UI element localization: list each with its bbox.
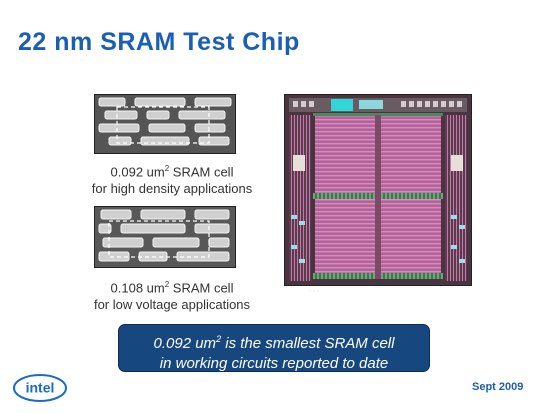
callout-line1: 0.092 um2 is the smallest SRAM cell bbox=[119, 329, 429, 354]
caption-high-density-line1: 0.092 um2 SRAM cell bbox=[62, 160, 282, 180]
caption-high-density: 0.092 um2 SRAM cell for high density app… bbox=[62, 160, 282, 197]
micrograph-high-density-image bbox=[95, 95, 235, 153]
cell-area-value: 0.092 um bbox=[110, 164, 165, 180]
intel-logo-icon: intel bbox=[12, 373, 68, 403]
cell-area-superscript: 2 bbox=[164, 164, 170, 173]
intel-logo-graphic: intel bbox=[13, 374, 67, 402]
watermark: ··· bbox=[308, 283, 320, 297]
cell-area-suffix: SRAM cell bbox=[169, 280, 234, 296]
cell-area-suffix: SRAM cell bbox=[169, 164, 234, 180]
test-chip-die-photo bbox=[284, 94, 472, 286]
sram-cell-micrograph-low-voltage bbox=[94, 206, 236, 268]
caption-high-density-line2: for high density applications bbox=[91, 181, 253, 197]
callout-line2: in working circuits reported to date bbox=[159, 355, 389, 372]
logo-wordmark: intel bbox=[26, 380, 55, 396]
caption-low-voltage: 0.108 um2 SRAM cell for low voltage appl… bbox=[62, 276, 282, 313]
key-result-callout: 0.092 um2 is the smallest SRAM cell in w… bbox=[118, 324, 430, 372]
micrograph-low-voltage-image bbox=[95, 207, 235, 267]
slide-date: Sept 2009 bbox=[472, 381, 524, 393]
callout-superscript: 2 bbox=[216, 334, 222, 344]
die-photo-image bbox=[285, 95, 471, 285]
cell-area-value: 0.108 um bbox=[110, 280, 165, 296]
caption-low-voltage-line2: for low voltage applications bbox=[93, 297, 251, 313]
sram-cell-micrograph-high-density bbox=[94, 94, 236, 154]
callout-line1-suffix: is the smallest SRAM cell bbox=[221, 335, 395, 352]
cell-area-superscript: 2 bbox=[164, 280, 170, 289]
slide-title: 22 nm SRAM Test Chip bbox=[18, 28, 300, 56]
caption-low-voltage-line1: 0.108 um2 SRAM cell bbox=[62, 276, 282, 296]
callout-value: 0.092 um bbox=[153, 335, 217, 352]
